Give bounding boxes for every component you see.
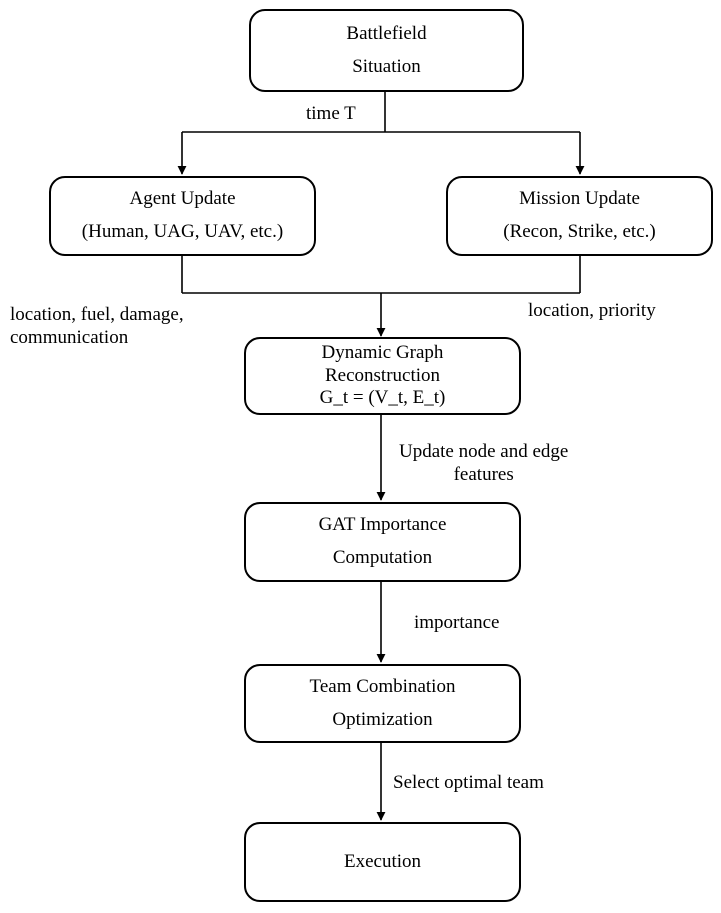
edge-label-text: location, priority bbox=[528, 300, 656, 321]
edge-label-text: time T bbox=[306, 103, 356, 124]
node-text: Reconstruction bbox=[324, 364, 441, 386]
node-gat-importance-computation: GAT Importance Computation bbox=[244, 502, 521, 582]
node-battlefield-situation: Battlefield Situation bbox=[249, 9, 524, 92]
node-text: Dynamic Graph bbox=[321, 341, 444, 363]
edge-label-text: features bbox=[453, 463, 514, 485]
node-text: Agent Update bbox=[129, 188, 236, 210]
edge-label-text: Select optimal team bbox=[393, 772, 544, 793]
edge-label-text: importance bbox=[414, 612, 500, 633]
node-dynamic-graph-reconstruction: Dynamic Graph Reconstruction G_t = (V_t,… bbox=[244, 337, 521, 415]
node-agent-update: Agent Update (Human, UAG, UAV, etc.) bbox=[49, 176, 316, 256]
node-text: Optimization bbox=[332, 708, 433, 730]
edge-label-text: location, fuel, damage, bbox=[10, 304, 184, 325]
edge-label-importance: importance bbox=[414, 612, 499, 635]
edge-label-text: communication bbox=[10, 326, 129, 348]
edge-label-agent-attributes: location, fuel, damage, communication bbox=[10, 304, 184, 350]
edge-label-text: Update node and edge bbox=[399, 441, 569, 462]
node-text: Team Combination bbox=[309, 675, 456, 697]
node-text: Computation bbox=[332, 547, 433, 568]
node-text: G_t = (V_t, E_t) bbox=[319, 387, 446, 409]
node-text: Mission Update bbox=[519, 188, 640, 210]
node-text: (Recon, Strike, etc.) bbox=[503, 221, 656, 242]
edge-label-time: time T bbox=[306, 103, 356, 126]
node-mission-update: Mission Update (Recon, Strike, etc.) bbox=[446, 176, 713, 256]
edge-label-select-team: Select optimal team bbox=[393, 772, 544, 795]
node-text: Situation bbox=[352, 55, 421, 77]
edge-label-mission-attributes: location, priority bbox=[528, 300, 656, 323]
node-text: (Human, UAG, UAV, etc.) bbox=[81, 221, 284, 242]
node-text: Execution bbox=[343, 850, 422, 872]
node-team-combination-optimization: Team Combination Optimization bbox=[244, 664, 521, 743]
node-text: Battlefield bbox=[346, 22, 427, 44]
node-text: GAT Importance bbox=[318, 514, 447, 536]
node-execution: Execution bbox=[244, 822, 521, 902]
edge-label-update-features: Update node and edge features bbox=[399, 441, 568, 487]
